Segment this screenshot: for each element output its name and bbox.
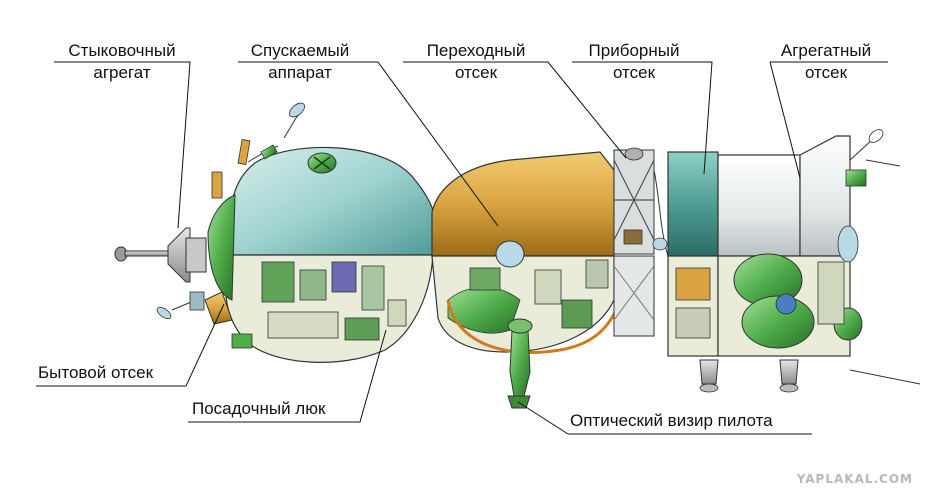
label-transfer-compartment-line1: Переходный (426, 41, 526, 60)
watermark: YAPLAKAL.COM (796, 472, 913, 486)
leader-optical-sight (517, 401, 812, 435)
label-instrument-compartment-line2: отсек (612, 63, 656, 82)
label-instrument-compartment: Приборный отсек (572, 40, 696, 84)
optical-sight (507, 318, 533, 409)
label-transfer-compartment-line2: отсек (454, 63, 498, 82)
label-descent-module-line1: Спускаемый (250, 41, 350, 60)
propulsion-compartment (699, 129, 921, 393)
label-transfer-compartment: Переходный отсек (408, 40, 544, 84)
leader-descent-module (238, 61, 499, 227)
label-propulsion-compartment-line2: отсек (804, 63, 848, 82)
instrument-compartment (613, 147, 719, 357)
leader-orbital-module (36, 303, 225, 387)
label-descent-module: Спускаемый аппарат (236, 40, 364, 84)
label-orbital-module: Бытовой отсек (38, 363, 154, 382)
label-propulsion-compartment-line1: Агрегатный (780, 41, 872, 60)
orbital-module (156, 102, 438, 363)
label-docking-unit: Стыковочный агрегат (54, 40, 190, 84)
leader-propulsion-compartment (769, 61, 888, 179)
leader-instrument-compartment (572, 61, 713, 175)
label-docking-unit-line1: Стыковочный (68, 41, 176, 60)
label-descent-module-line2: аппарат (268, 63, 332, 82)
label-propulsion-compartment: Агрегатный отсек (764, 40, 888, 84)
label-landing-hatch: Посадочный люк (192, 399, 326, 418)
leader-landing-hatch (188, 329, 387, 423)
label-instrument-compartment-line1: Приборный (588, 41, 680, 60)
docking-probe (114, 227, 207, 283)
label-optical-sight: Оптический визир пилота (570, 411, 773, 430)
leader-transfer-compartment (403, 61, 627, 159)
label-docking-unit-line2: агрегат (93, 63, 151, 82)
leader-lines (36, 61, 888, 435)
descent-module (431, 151, 622, 355)
leader-docking-unit (54, 61, 191, 229)
